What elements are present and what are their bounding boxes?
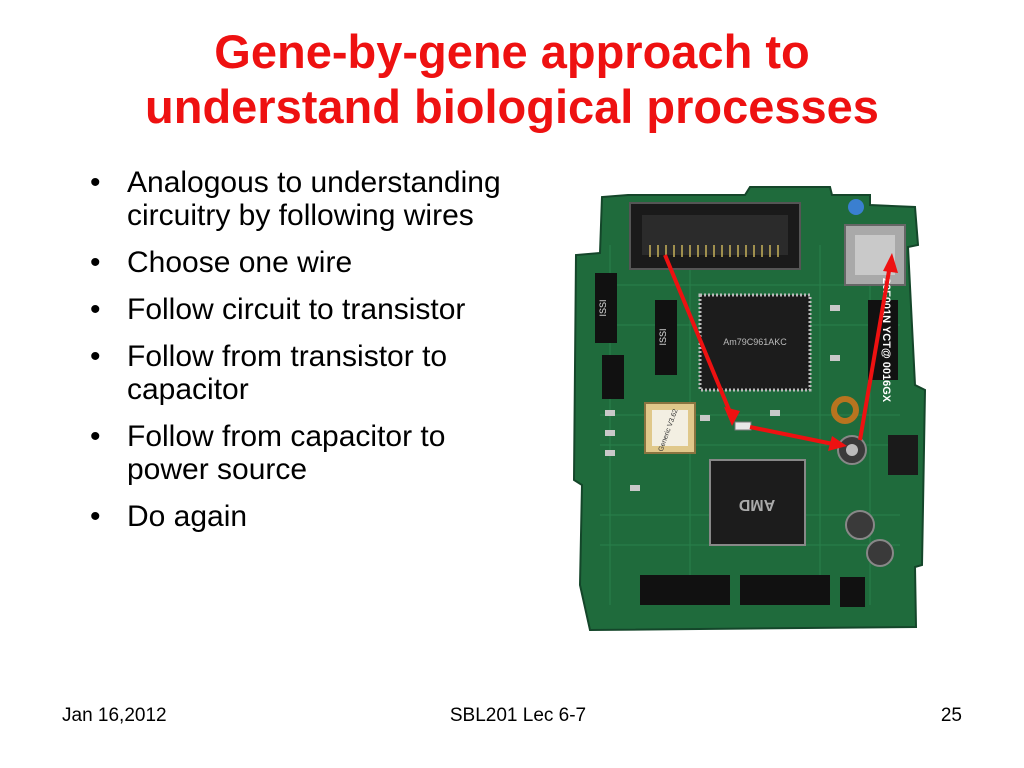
bullet-list: • Analogous to understanding circuitry by…: [90, 166, 510, 547]
bullet-dot: •: [90, 420, 101, 453]
memory-chip-2: [740, 575, 830, 605]
bullet-text: Follow from capacitor to power source: [127, 420, 446, 486]
bullet-item: • Do again: [90, 500, 510, 533]
bullet-text: Choose one wire: [127, 246, 353, 279]
bullet-text: Follow from transistor to capacitor: [127, 340, 448, 406]
slide-title: Gene-by-gene approach to understand biol…: [40, 24, 984, 134]
svg-text:Am79C961AKC: Am79C961AKC: [723, 337, 787, 347]
amd-chip: [709, 459, 806, 546]
bullet-dot: •: [90, 246, 101, 279]
power-jack: [888, 435, 918, 475]
bullet-item: • Analogous to understanding circuitry by…: [90, 166, 510, 232]
issi-chip-mid: [655, 300, 677, 375]
title-line-1: Gene-by-gene approach to: [214, 25, 810, 78]
footer-course: SBL201 Lec 6-7: [449, 705, 587, 726]
bullet-dot: •: [90, 500, 101, 533]
bullet-item: • Follow from transistor to capacitor: [90, 340, 510, 406]
footer-date: Jan 16,2012: [62, 705, 167, 726]
qfp-chip-top: [698, 293, 812, 392]
transistor: [734, 421, 752, 431]
bullet-dot: •: [90, 293, 101, 326]
bullet-text: Do again: [127, 500, 248, 533]
capacitor-bottom-2: [866, 539, 894, 567]
circuit-arrows: [663, 254, 892, 447]
circuit-board-image: 20F001N YCT@ 0016GX ISSI ISSI Am79C961AK…: [572, 186, 927, 632]
svg-text:ISSI: ISSI: [658, 328, 668, 345]
svg-text:AMD: AMD: [739, 496, 775, 513]
bullet-item: • Follow circuit to transistor: [90, 293, 510, 326]
title-line-2: understand biological processes: [145, 80, 879, 133]
bullet-dot: •: [90, 166, 101, 199]
memory-chip-1: [640, 575, 730, 605]
issi-chip-left: [595, 273, 617, 343]
svg-text:ISSI: ISSI: [598, 299, 608, 316]
capacitor-bottom-1: [845, 510, 875, 540]
bullet-dot: •: [90, 340, 101, 373]
bullet-text: Analogous to understanding circuitry by …: [127, 166, 501, 232]
bullet-item: • Follow from capacitor to power source: [90, 420, 510, 486]
bullet-item: • Choose one wire: [90, 246, 510, 279]
footer-page-number: 25: [940, 705, 962, 726]
bullet-text: Follow circuit to transistor: [127, 293, 466, 326]
board-outline: [572, 186, 927, 632]
